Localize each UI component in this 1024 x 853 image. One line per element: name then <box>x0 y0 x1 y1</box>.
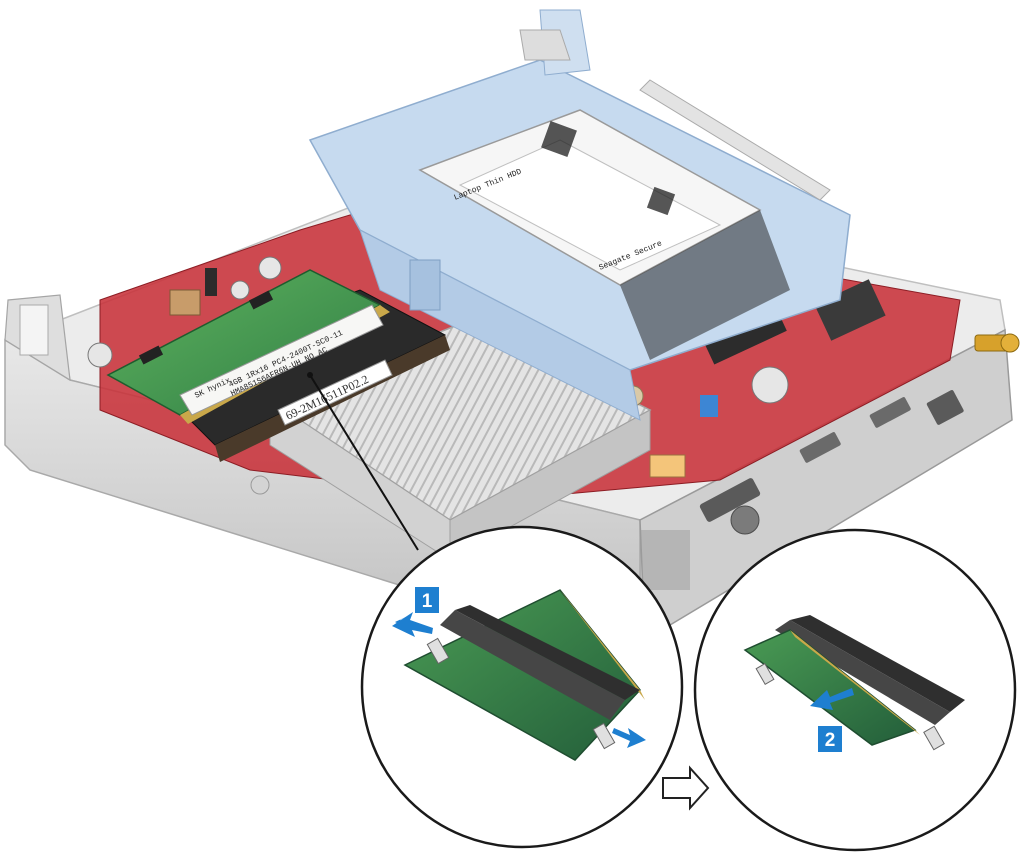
direction-arrow-icon <box>612 728 646 748</box>
step-badge-icon: 1 <box>415 587 439 613</box>
zoom-detail-step-1 <box>360 525 684 849</box>
direction-arrow-icon <box>392 612 433 637</box>
antenna-connector <box>974 333 1020 353</box>
step-badge-icon: 2 <box>818 726 842 752</box>
direction-arrow-icon <box>810 688 854 710</box>
next-step-arrow-icon <box>662 765 710 811</box>
step-2-number: 2 <box>825 730 836 751</box>
callout-line <box>309 374 419 551</box>
zoom-detail-step-2 <box>693 528 1017 852</box>
step-1-number: 1 <box>422 591 433 612</box>
hard-drive: Laptop Thin HDD Seagate Secure <box>418 109 790 360</box>
rear-io-ports <box>640 390 964 590</box>
